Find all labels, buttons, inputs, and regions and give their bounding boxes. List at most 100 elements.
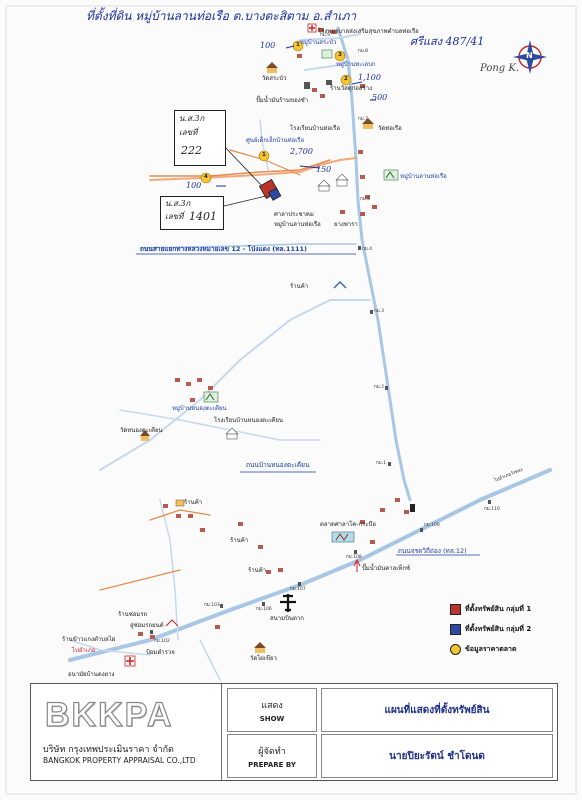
deed-box-1401: น.ส.3ก เลขที่ 1401 xyxy=(160,196,224,230)
temple-icon xyxy=(362,118,374,129)
road-lower-orange xyxy=(99,569,181,591)
house-icon xyxy=(266,570,271,574)
market-data-markers xyxy=(200,40,352,184)
house-icon xyxy=(163,504,168,508)
price-note: 500 xyxy=(372,93,388,102)
house-icon xyxy=(404,510,409,514)
deed-box-222: น.ส.3ก เลขที่ 222 xyxy=(174,110,226,166)
road-1111-main xyxy=(139,243,357,249)
label-direction: ไปอำเภอ xyxy=(72,647,96,654)
label-hospital: โรงพยาบาลส่งเสริมสุขภาพตำบลท่อเรือ xyxy=(318,28,419,35)
house-icon xyxy=(360,520,365,524)
km-marker-icons xyxy=(150,246,491,634)
house-icon xyxy=(215,625,220,629)
house-icon xyxy=(360,175,365,179)
label-village: หมู่บ้านหนองตะเคียน xyxy=(172,405,227,412)
house-icon xyxy=(340,210,345,214)
temple-icon xyxy=(140,430,150,441)
house-icon xyxy=(372,205,377,209)
market-marker-number: 1 xyxy=(262,152,266,158)
property-marker-small xyxy=(410,504,415,512)
km-label: กม.3 xyxy=(374,309,384,314)
house-icon xyxy=(297,54,302,58)
house-icon xyxy=(138,632,143,636)
house-icon xyxy=(278,568,283,572)
price-note: 150 xyxy=(316,165,332,174)
label-temple: วัดไผ่เขียว xyxy=(250,655,277,662)
label-school: โรงเรียนบ้านท่อเรือ xyxy=(290,125,340,132)
road-name-1111: ถนนสายแยกทางหลวงหมายเลข 12 - โป่งแดง (ทล… xyxy=(140,245,307,253)
road-top-branch2 xyxy=(304,59,349,71)
km-label: กม.102 xyxy=(154,639,170,644)
km-label: กม.5 xyxy=(360,197,370,202)
prepare-value-cell: นายปิยะรัตน์ ชำโดนด xyxy=(321,734,553,778)
gas-icon xyxy=(304,82,310,89)
label-village: หมู่บ้านทะเลบก xyxy=(336,61,376,68)
label-temple: วัดท่อเรือ xyxy=(378,125,402,132)
house-icon xyxy=(190,398,195,402)
label-shop: ร้านวัสดุก่อสร้าง xyxy=(330,85,373,92)
km-label: กม.1 xyxy=(376,461,386,466)
village-icon xyxy=(321,49,333,59)
label-gas-station: ปั๊มน้ำมันร้านของชำ xyxy=(256,97,309,104)
label-temple: วัดหนองตะเคียน xyxy=(120,427,163,434)
house-icon xyxy=(208,386,213,390)
label-clinic: ป้อมตำรวจ xyxy=(146,649,175,656)
legend-swatch-blue xyxy=(450,624,461,635)
hospital-icon xyxy=(124,655,136,667)
house-icon xyxy=(360,84,365,88)
hospital-icon xyxy=(307,23,317,33)
title-block: BKKPA บริษัท กรุงเทพประเมินราคา จำกัด BA… xyxy=(30,683,558,781)
km-label: กม.9 xyxy=(320,33,330,38)
price-note: 2,700 xyxy=(290,147,313,156)
market-marker-number: 3 xyxy=(338,52,342,58)
show-value-cell: แผนที่แสดงที่ตั้งทรัพย์สิน xyxy=(321,688,553,732)
school-icon xyxy=(335,173,349,187)
handwritten-ref: ศรีแสง 487/41 xyxy=(410,35,485,48)
label-childcare: ศูนย์เด็กเล็กบ้านท่อเรือ xyxy=(246,137,305,144)
road-name-12: ถนนจรดวิถีถ่อง (ทล.12) xyxy=(398,547,467,555)
market-icon xyxy=(331,531,355,543)
label-store: ร้านค้า xyxy=(184,499,203,506)
house-icon xyxy=(176,514,181,518)
gas-icon xyxy=(353,558,361,572)
km-label: กม.106 xyxy=(256,607,272,612)
km-label: กม.4 xyxy=(362,247,372,252)
road-12 xyxy=(68,468,552,662)
legend-item-group-2: ที่ตั้งทรัพย์สิน กลุ่มที่ 2 xyxy=(450,624,531,635)
km-label: กม.109 xyxy=(424,523,440,528)
road-middle2 xyxy=(119,409,321,441)
label-repair: ร้านซ่อมรถ xyxy=(118,611,148,618)
school-icon xyxy=(317,179,331,192)
shop-icon xyxy=(326,80,332,85)
km-label: กม.2 xyxy=(374,385,384,390)
house-icon xyxy=(358,150,363,154)
house-icon xyxy=(188,514,193,518)
temple-icon xyxy=(266,62,278,73)
company-logo-block: BKKPA บริษัท กรุงเทพประเมินราคา จำกัด BA… xyxy=(31,684,222,780)
road-vertical xyxy=(336,26,412,502)
label-rubber: ยางพารา xyxy=(334,221,358,228)
road-bottom-left2 xyxy=(199,639,221,681)
compass-icon xyxy=(513,40,547,74)
label-village: หมู่บ้านลานท่อเรือ xyxy=(274,221,321,228)
store-icon xyxy=(175,499,185,507)
label-village: หมู่บ้านลานท่อเรือ xyxy=(400,173,447,180)
road-middle xyxy=(99,299,371,471)
legend-item-group-1: ที่ตั้งทรัพย์สิน กลุ่มที่ 1 xyxy=(450,604,531,615)
company-name-en: BANGKOK PROPERTY APPRAISAL CO.,LTD xyxy=(43,756,196,765)
village-icon xyxy=(203,391,219,403)
house-icon xyxy=(238,522,243,526)
road-1111 xyxy=(149,157,357,181)
label-store: ร้านค้า xyxy=(230,537,249,544)
signature: Pong K. xyxy=(480,63,520,74)
house-icon xyxy=(175,378,180,382)
house-icon xyxy=(318,28,337,34)
legend-item-market: ข้อมูลราคาตลาด xyxy=(450,644,517,655)
company-name-th: บริษัท กรุงเทพประเมินราคา จำกัด xyxy=(43,745,174,755)
price-note: 100 xyxy=(186,181,202,190)
km-label: กม.7 xyxy=(358,117,368,122)
company-logo: BKKPA xyxy=(44,695,174,734)
road-lower xyxy=(159,499,179,641)
